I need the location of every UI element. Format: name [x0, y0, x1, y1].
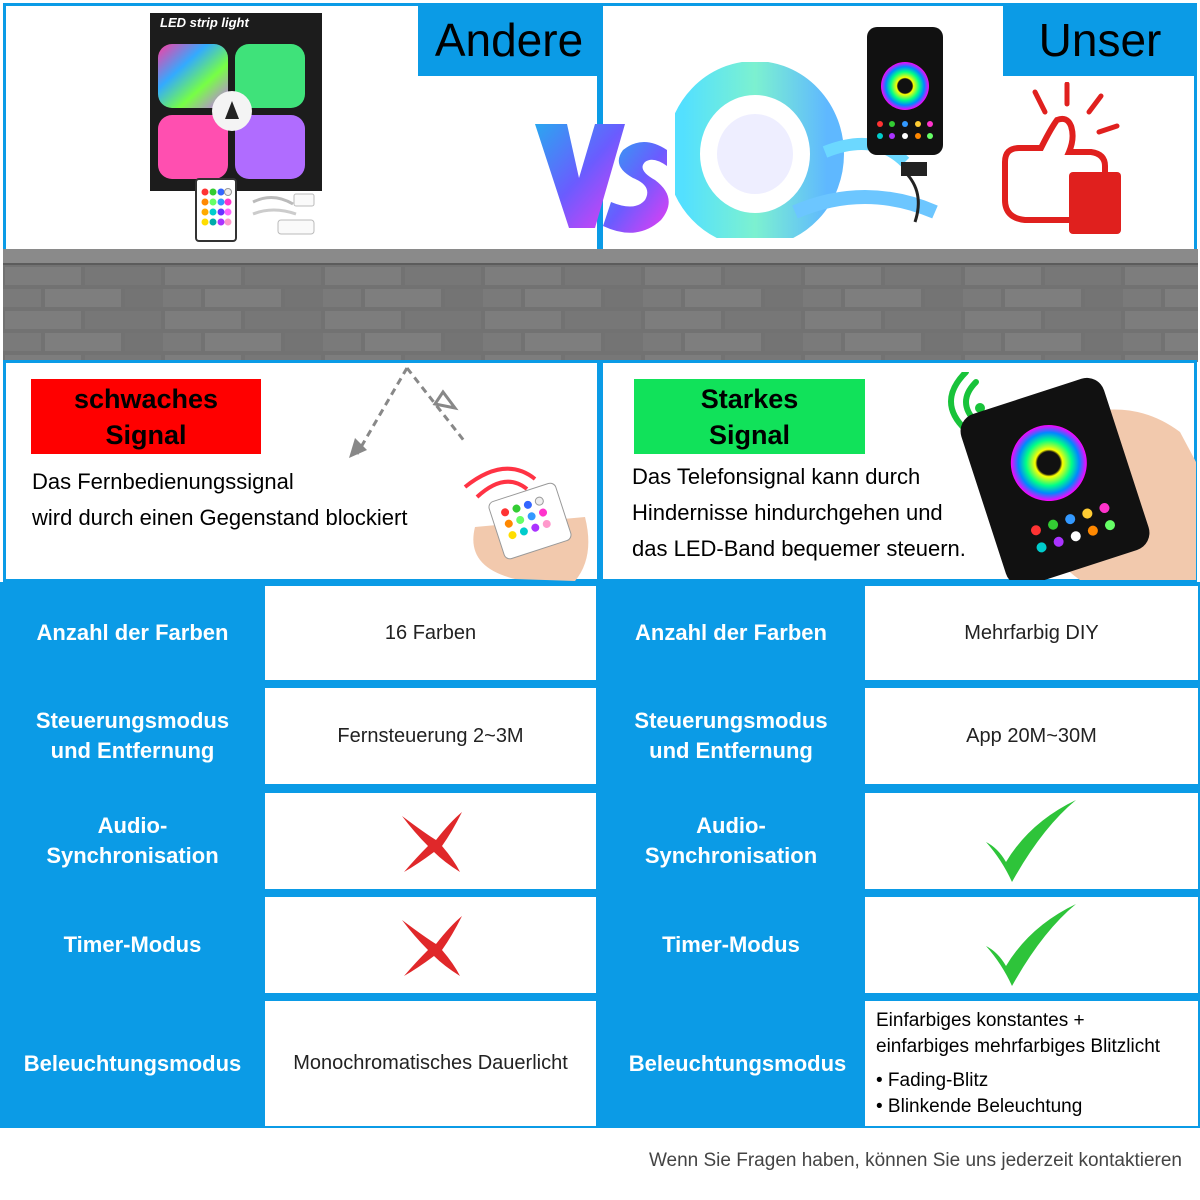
- row4-right-value: [865, 897, 1198, 993]
- row2-left-value: Fernsteuerung 2~3M: [265, 688, 596, 784]
- row2-right-value: App 20M~30M: [865, 688, 1198, 784]
- row4-right-label: Timer-Modus: [600, 897, 862, 993]
- hand-remote-icon: [463, 466, 589, 581]
- vs-icon: [535, 124, 669, 233]
- blocked-signal-arrows-icon: [349, 367, 467, 458]
- red-cross-icon: [401, 812, 462, 872]
- row1-left-label: Anzahl der Farben: [0, 586, 265, 680]
- led-box-label: LED strip light: [160, 15, 249, 30]
- red-cross-icon: [401, 916, 462, 976]
- led-box-image: LED strip light: [150, 13, 322, 191]
- row3-left-label: Audio- Synchronisation: [0, 793, 265, 889]
- led-reel-icon: [158, 44, 305, 179]
- power-adapter-icon: [252, 193, 315, 235]
- strong-signal-text: Das Telefonsignal kann durch Hindernisse…: [632, 464, 966, 561]
- green-check-icon: [985, 800, 1076, 882]
- row1-left-value: 16 Farben: [265, 586, 596, 680]
- weak-signal-label-line1: schwaches: [73, 383, 219, 414]
- row2-right-label: Steuerungsmodus und Entfernung: [600, 688, 862, 784]
- strong-signal-label-line2: Signal: [708, 419, 790, 450]
- tag-andere: Andere: [418, 3, 600, 76]
- row5-left-value: Monochromatisches Dauerlicht: [265, 1001, 596, 1126]
- row5-right-value: Einfarbiges konstantes + einfarbiges meh…: [865, 1001, 1198, 1126]
- row1-right-value: Mehrfarbig DIY: [865, 586, 1198, 680]
- hand-phone-icon: [948, 372, 1196, 580]
- ir-remote-icon: [195, 178, 237, 242]
- row2-left-label: Steuerungsmodus und Entfernung: [0, 688, 265, 784]
- weak-signal-text: Das Fernbedienungssignal wird durch eine…: [32, 469, 408, 530]
- thumbs-up-icon: [1002, 82, 1121, 234]
- row5-right-label: Beleuchtungsmodus: [600, 1001, 875, 1126]
- brick-wall-image: [3, 249, 1198, 362]
- contact-footer-text: Wenn Sie Fragen haben, können Sie uns je…: [648, 1150, 1182, 1171]
- row1-right-label: Anzahl der Farben: [600, 586, 862, 680]
- green-check-icon: [985, 904, 1076, 986]
- strong-signal-label: Starkes Signal: [634, 379, 865, 454]
- row3-left-value: [265, 793, 596, 889]
- row3-right-value: [865, 793, 1198, 889]
- weak-signal-label: schwaches Signal: [31, 379, 261, 454]
- row4-left-value: [265, 897, 596, 993]
- phone-app-icon: [867, 27, 943, 155]
- tag-unser: Unser: [1003, 3, 1197, 76]
- weak-signal-label-line2: Signal: [105, 419, 187, 450]
- row4-left-label: Timer-Modus: [0, 897, 265, 993]
- strong-signal-label-line1: Starkes: [700, 383, 799, 414]
- row5-left-label: Beleuchtungsmodus: [0, 1001, 265, 1126]
- row3-right-label: Audio- Synchronisation: [600, 793, 862, 889]
